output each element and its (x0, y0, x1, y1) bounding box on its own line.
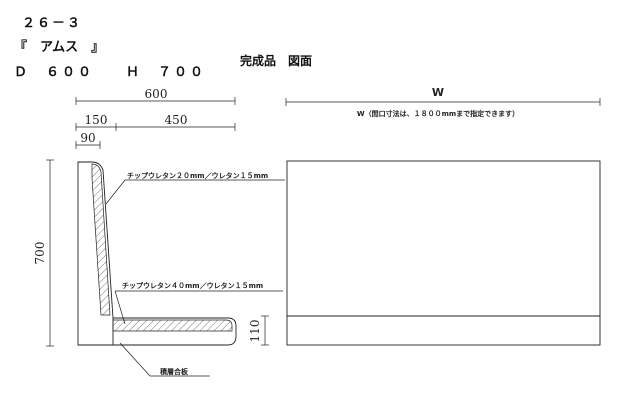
callout-plywood: 積層合板 (159, 367, 189, 376)
callout-seat-cushion: チップウレタン４０mm／ウレタン１５mm (122, 281, 263, 290)
dim-back-depth-label: 150 (85, 113, 108, 127)
callout-plywood-leader (119, 342, 210, 377)
side-view-outline (77, 161, 237, 346)
callout-seat-leader (114, 290, 283, 325)
dim-base-height-label: 110 (248, 320, 262, 343)
seat-cushion-hatch (112, 319, 233, 332)
dim-seat-depth-label: 450 (165, 113, 188, 127)
dim-back-seat (75, 123, 236, 131)
dim-height-label: 700 (33, 242, 47, 265)
dim-width-note: W（間口寸法は、１８００mmまで指定できます） (357, 109, 519, 118)
dim-depth-total-label: 600 (145, 87, 168, 101)
product-code: ２６－３ (22, 16, 83, 31)
dim-depth-total (75, 97, 236, 105)
dim-width-label: W (432, 86, 444, 99)
dim-back-top (75, 141, 101, 149)
dim-base-height (261, 315, 269, 346)
dim-height (46, 159, 54, 347)
product-name: 『 アムス 』 (14, 40, 105, 55)
dim-width (285, 98, 601, 106)
dim-back-top-label: 90 (80, 131, 95, 145)
back-cushion-hatch (91, 163, 111, 316)
callout-back-cushion: チップウレタン２０mm／ウレタン１５mm (127, 171, 268, 180)
front-view-outline (286, 160, 601, 346)
product-size: Ｄ ６００ Ｈ ７００ (14, 65, 207, 80)
drawing-title: 完成品 図面 (240, 54, 313, 68)
callout-back-leader (105, 179, 285, 205)
